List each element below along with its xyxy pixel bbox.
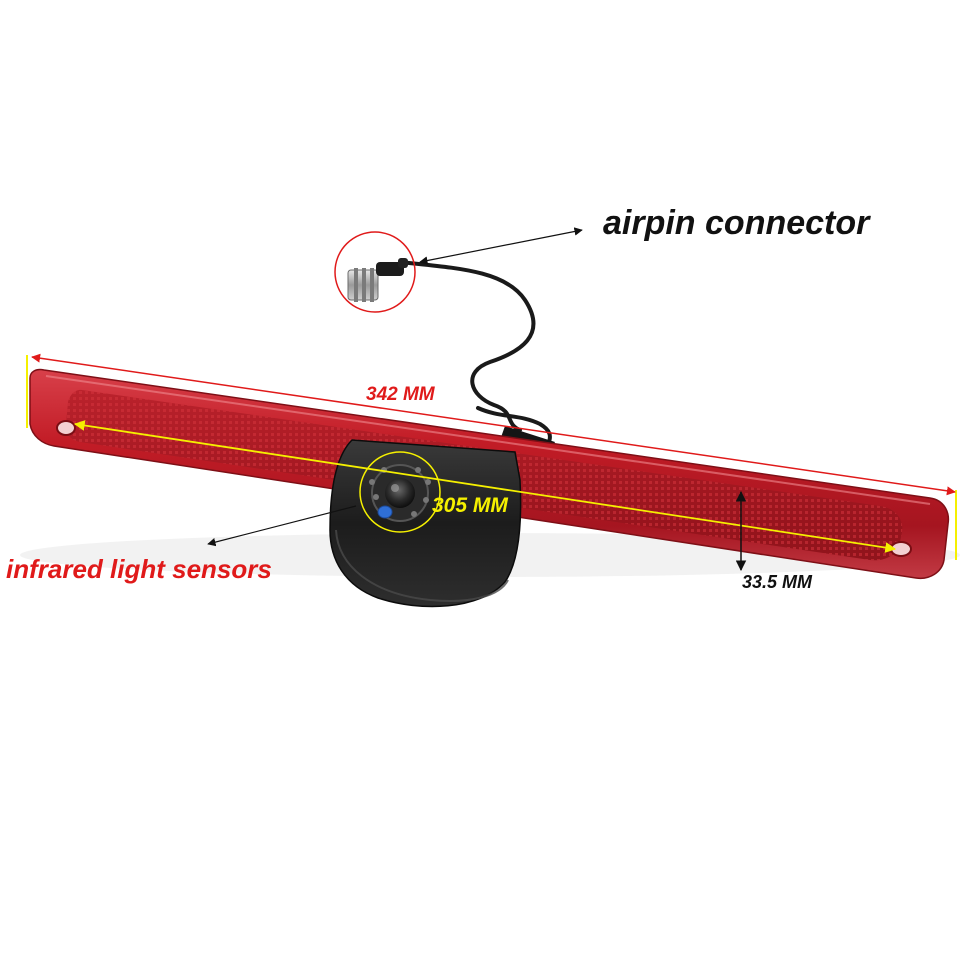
airpin-connector-label: airpin connector	[603, 204, 870, 242]
length-305-label: 305 MM	[432, 494, 508, 517]
airpin-highlight-circle	[334, 231, 416, 313]
airpin-plug-icon	[347, 258, 408, 302]
dim-305-line	[73, 420, 897, 553]
infrared-sensors-label: infrared light sensors	[6, 554, 272, 584]
height-33-5-label: 33.5 MM	[742, 572, 813, 592]
camera-housing	[329, 439, 522, 608]
mount-hole-left	[56, 420, 76, 436]
airpin-arrow	[419, 227, 583, 265]
length-342-label: 342 MM	[366, 384, 435, 405]
blue-light-sensor	[377, 505, 393, 519]
infrared-arrow	[207, 505, 357, 547]
